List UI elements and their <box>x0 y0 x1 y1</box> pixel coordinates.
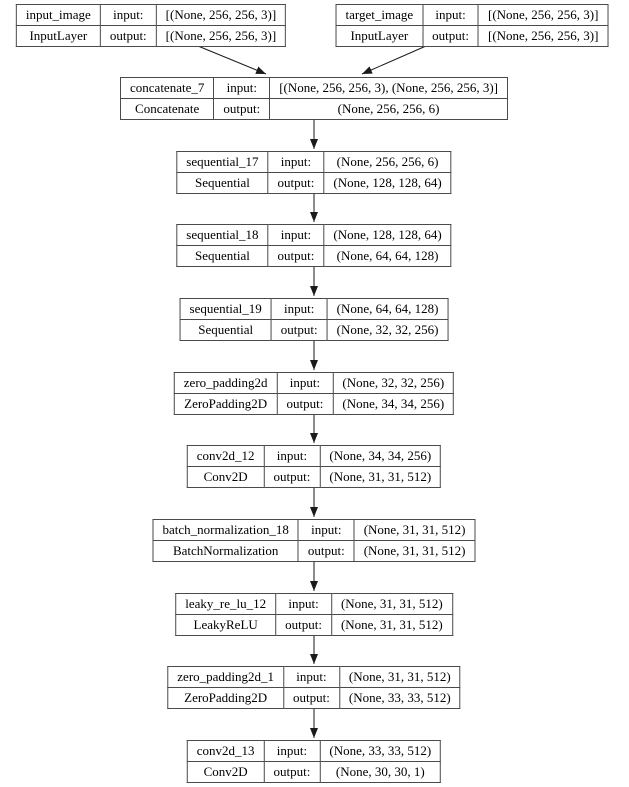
output-label: output: <box>263 466 321 488</box>
layer-name: batch_normalization_18 <box>152 519 299 541</box>
input-shape: [(None, 256, 256, 3)] <box>155 4 287 26</box>
node-leaky-re-lu-12: leaky_re_lu_12 input: (None, 31, 31, 512… <box>175 593 453 636</box>
node-concatenate-7: concatenate_7 input: [(None, 256, 256, 3… <box>120 77 508 120</box>
output-label: output: <box>276 393 334 415</box>
node-zero-padding2d: zero_padding2d input: (None, 32, 32, 256… <box>173 372 455 415</box>
output-label: output: <box>270 319 328 341</box>
node-batch-normalization-18: batch_normalization_18 input: (None, 31,… <box>152 519 476 562</box>
layer-type: InputLayer <box>15 25 101 47</box>
input-label: input: <box>297 519 355 541</box>
output-shape: (None, 32, 32, 256) <box>326 319 449 341</box>
layer-type: Conv2D <box>186 761 265 783</box>
output-label: output: <box>213 98 271 120</box>
output-shape: (None, 128, 128, 64) <box>323 172 452 194</box>
node-sequential-19: sequential_19 input: (None, 64, 64, 128)… <box>179 298 449 341</box>
edge-target-image-to-concatenate <box>361 45 427 75</box>
layer-name: conv2d_12 <box>186 445 265 467</box>
output-label: output: <box>267 245 325 267</box>
node-conv2d-13: conv2d_13 input: (None, 33, 33, 512) Con… <box>186 740 442 783</box>
input-label: input: <box>422 4 479 26</box>
output-shape: (None, 64, 64, 128) <box>323 245 452 267</box>
layer-name: sequential_19 <box>179 298 272 320</box>
input-shape: (None, 31, 31, 512) <box>338 666 461 688</box>
input-label: input: <box>267 224 325 246</box>
input-label: input: <box>275 593 332 615</box>
output-label: output: <box>297 540 355 562</box>
output-shape: (None, 31, 31, 512) <box>319 466 442 488</box>
input-label: input: <box>213 77 271 99</box>
node-target-image: target_image input: [(None, 256, 256, 3)… <box>335 4 609 47</box>
output-shape: (None, 31, 31, 512) <box>330 614 453 636</box>
input-shape: (None, 34, 34, 256) <box>319 445 442 467</box>
layer-type: ZeroPadding2D <box>167 687 285 709</box>
layer-name: leaky_re_lu_12 <box>175 593 277 615</box>
input-shape: (None, 128, 128, 64) <box>323 224 452 246</box>
layer-name: input_image <box>15 4 101 26</box>
input-label: input: <box>267 151 325 173</box>
layer-type: Sequential <box>176 245 269 267</box>
input-shape: (None, 31, 31, 512) <box>330 593 453 615</box>
input-label: input: <box>263 445 321 467</box>
input-label: input: <box>99 4 157 26</box>
node-sequential-18: sequential_18 input: (None, 128, 128, 64… <box>176 224 452 267</box>
output-label: output: <box>267 172 325 194</box>
layer-name: sequential_18 <box>176 224 269 246</box>
layer-type: Sequential <box>179 319 272 341</box>
input-shape: (None, 32, 32, 256) <box>332 372 455 394</box>
output-label: output: <box>263 761 321 783</box>
layer-type: ZeroPadding2D <box>173 393 278 415</box>
input-shape: (None, 64, 64, 128) <box>326 298 449 320</box>
layer-type: Concatenate <box>120 98 215 120</box>
input-label: input: <box>270 298 328 320</box>
layer-type: Conv2D <box>186 466 265 488</box>
output-label: output: <box>283 687 340 709</box>
layer-name: concatenate_7 <box>120 77 215 99</box>
output-label: output: <box>99 25 157 47</box>
layer-name: conv2d_13 <box>186 740 265 762</box>
output-shape: (None, 34, 34, 256) <box>332 393 455 415</box>
input-label: input: <box>263 740 321 762</box>
layer-type: LeakyReLU <box>175 614 277 636</box>
output-label: output: <box>422 25 479 47</box>
output-shape: (None, 256, 256, 6) <box>269 98 508 120</box>
node-conv2d-12: conv2d_12 input: (None, 34, 34, 256) Con… <box>186 445 442 488</box>
output-shape: [(None, 256, 256, 3)] <box>155 25 287 47</box>
node-zero-padding2d-1: zero_padding2d_1 input: (None, 31, 31, 5… <box>167 666 461 709</box>
layer-name: target_image <box>335 4 424 26</box>
node-input-image: input_image input: [(None, 256, 256, 3)]… <box>15 4 287 47</box>
input-label: input: <box>283 666 340 688</box>
output-shape: (None, 30, 30, 1) <box>319 761 442 783</box>
output-shape: [(None, 256, 256, 3)] <box>477 25 609 47</box>
output-shape: (None, 31, 31, 512) <box>353 540 476 562</box>
layer-type: InputLayer <box>335 25 424 47</box>
layer-type: BatchNormalization <box>152 540 299 562</box>
input-shape: (None, 31, 31, 512) <box>353 519 476 541</box>
edge-input-image-to-concatenate <box>197 45 267 75</box>
layer-type: Sequential <box>176 172 269 194</box>
input-label: input: <box>276 372 334 394</box>
output-shape: (None, 33, 33, 512) <box>338 687 461 709</box>
layer-name: zero_padding2d_1 <box>167 666 285 688</box>
input-shape: [(None, 256, 256, 3)] <box>477 4 609 26</box>
input-shape: (None, 33, 33, 512) <box>319 740 442 762</box>
layer-name: zero_padding2d <box>173 372 278 394</box>
layer-name: sequential_17 <box>176 151 269 173</box>
input-shape: [(None, 256, 256, 3), (None, 256, 256, 3… <box>269 77 508 99</box>
input-shape: (None, 256, 256, 6) <box>323 151 452 173</box>
node-sequential-17: sequential_17 input: (None, 256, 256, 6)… <box>176 151 452 194</box>
output-label: output: <box>275 614 332 636</box>
